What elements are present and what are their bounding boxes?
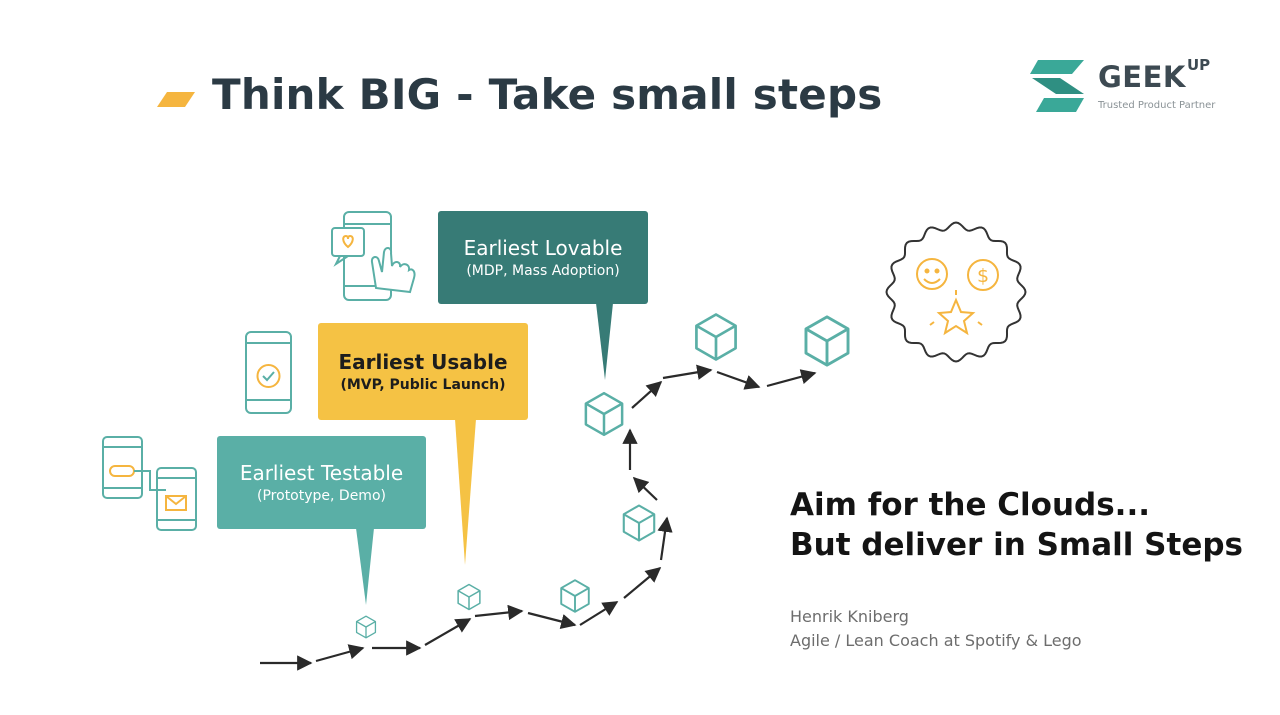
tagline-line-2: But deliver in Small Steps <box>790 527 1243 563</box>
cube-icon <box>584 391 624 437</box>
arrow-icon <box>662 364 713 380</box>
arrow-icon <box>631 380 663 409</box>
callout-earliest-usable: Earliest Usable (MVP, Public Launch) <box>318 323 528 420</box>
callout-subtitle: (MVP, Public Launch) <box>340 376 506 393</box>
star-icon <box>936 297 976 336</box>
author-name: Henrik Kniberg <box>790 607 909 626</box>
cube-icon <box>457 583 481 611</box>
author-credit: Henrik Kniberg Agile / Lean Coach at Spo… <box>790 605 1082 653</box>
smiley-dollar-star-badge-icon: $ <box>885 221 1027 363</box>
callout-title: Earliest Testable <box>239 460 404 485</box>
tagline-line-1: Aim for the Clouds... <box>790 487 1150 523</box>
cube-icon <box>695 313 737 361</box>
callout-subtitle: (MDP, Mass Adoption) <box>466 262 620 279</box>
logo-wordmark: GEEK <box>1098 60 1186 94</box>
smiley-face-icon <box>916 258 948 290</box>
arrow-icon <box>766 369 817 388</box>
arrow-icon <box>623 567 662 599</box>
wireframe-phones-icon <box>102 436 197 531</box>
arrow-icon <box>579 601 619 626</box>
cube-icon <box>560 579 590 613</box>
geekup-logo: GEEK UP Trusted Product Partner <box>1030 56 1230 118</box>
logo-tagline: Trusted Product Partner <box>1098 100 1216 111</box>
arrow-icon <box>657 516 673 561</box>
author-role: Agile / Lean Coach at Spotify & Lego <box>790 631 1082 650</box>
callout-subtitle: (Prototype, Demo) <box>257 487 386 504</box>
svg-text:$: $ <box>977 265 989 287</box>
geekup-logo-mark <box>1030 60 1084 112</box>
callout-title: Earliest Usable <box>338 349 508 374</box>
cube-icon <box>804 315 850 367</box>
callout-earliest-testable: Earliest Testable (Prototype, Demo) <box>217 436 426 529</box>
arrow-icon <box>474 604 524 621</box>
arrow-icon <box>632 476 658 501</box>
phone-tap-heart-icon <box>331 211 416 301</box>
callout-pointer-lovable <box>596 303 613 380</box>
callout-pointer-usable <box>455 419 476 565</box>
logo-superscript: UP <box>1187 56 1211 74</box>
arrow-icon <box>527 611 577 630</box>
callout-title: Earliest Lovable <box>463 235 623 260</box>
arrow-icon <box>716 370 761 390</box>
arrow-icon <box>424 618 472 646</box>
cube-icon <box>355 615 377 639</box>
callout-pointer-testable <box>356 528 374 605</box>
page-title: Think BIG - Take small steps <box>212 70 883 119</box>
tagline: Aim for the Clouds... But deliver in Sma… <box>790 485 1243 565</box>
title-accent-bar <box>157 92 195 107</box>
callout-earliest-lovable: Earliest Lovable (MDP, Mass Adoption) <box>438 211 648 304</box>
cube-icon <box>622 504 656 542</box>
badge-outline <box>885 221 1027 363</box>
arrow-icon <box>315 644 365 663</box>
dollar-coin-icon <box>967 259 999 291</box>
step-arrows <box>260 364 817 671</box>
phone-check-icon <box>245 331 292 414</box>
